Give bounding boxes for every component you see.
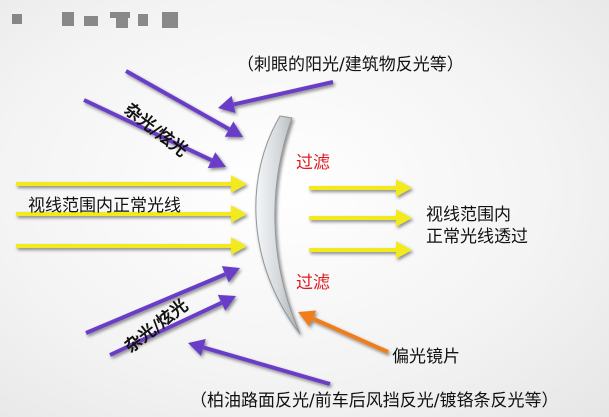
purple-arrow-top-1 [218, 80, 334, 114]
top-caption: （刺眼的阳光/建筑物反光等） [237, 55, 464, 75]
polarized-lens [255, 115, 301, 335]
incoming-light-label: 视线范围内正常光线 [28, 196, 181, 216]
purple-arrow-top-3 [83, 98, 226, 169]
purple-arrow-bottom-3 [188, 338, 331, 386]
blurred-header [12, 12, 178, 28]
bottom-caption: （柏油路面反光/前车后风挡反光/镀铬条反光等） [190, 391, 559, 411]
yellow-arrow-in-2 [16, 205, 247, 223]
purple-arrow-bottom-2 [109, 294, 236, 357]
lens-label: 偏光镜片 [392, 347, 460, 367]
yellow-arrow-in-3 [16, 237, 247, 255]
filter-label-bottom: 过滤 [296, 273, 330, 293]
yellow-arrow-out-2 [309, 209, 412, 227]
outgoing-light-label-line1: 视线范围内 [426, 205, 511, 225]
filter-label-top: 过滤 [296, 153, 330, 173]
orange-arrow-lens [298, 310, 389, 354]
outgoing-light-label-line2: 正常光线透过 [426, 227, 528, 247]
purple-arrow-bottom-1 [85, 266, 240, 335]
purple-arrow-top-2 [125, 69, 243, 137]
yellow-arrow-out-3 [309, 241, 412, 259]
yellow-arrow-out-1 [309, 179, 412, 197]
yellow-arrow-in-1 [16, 175, 247, 193]
